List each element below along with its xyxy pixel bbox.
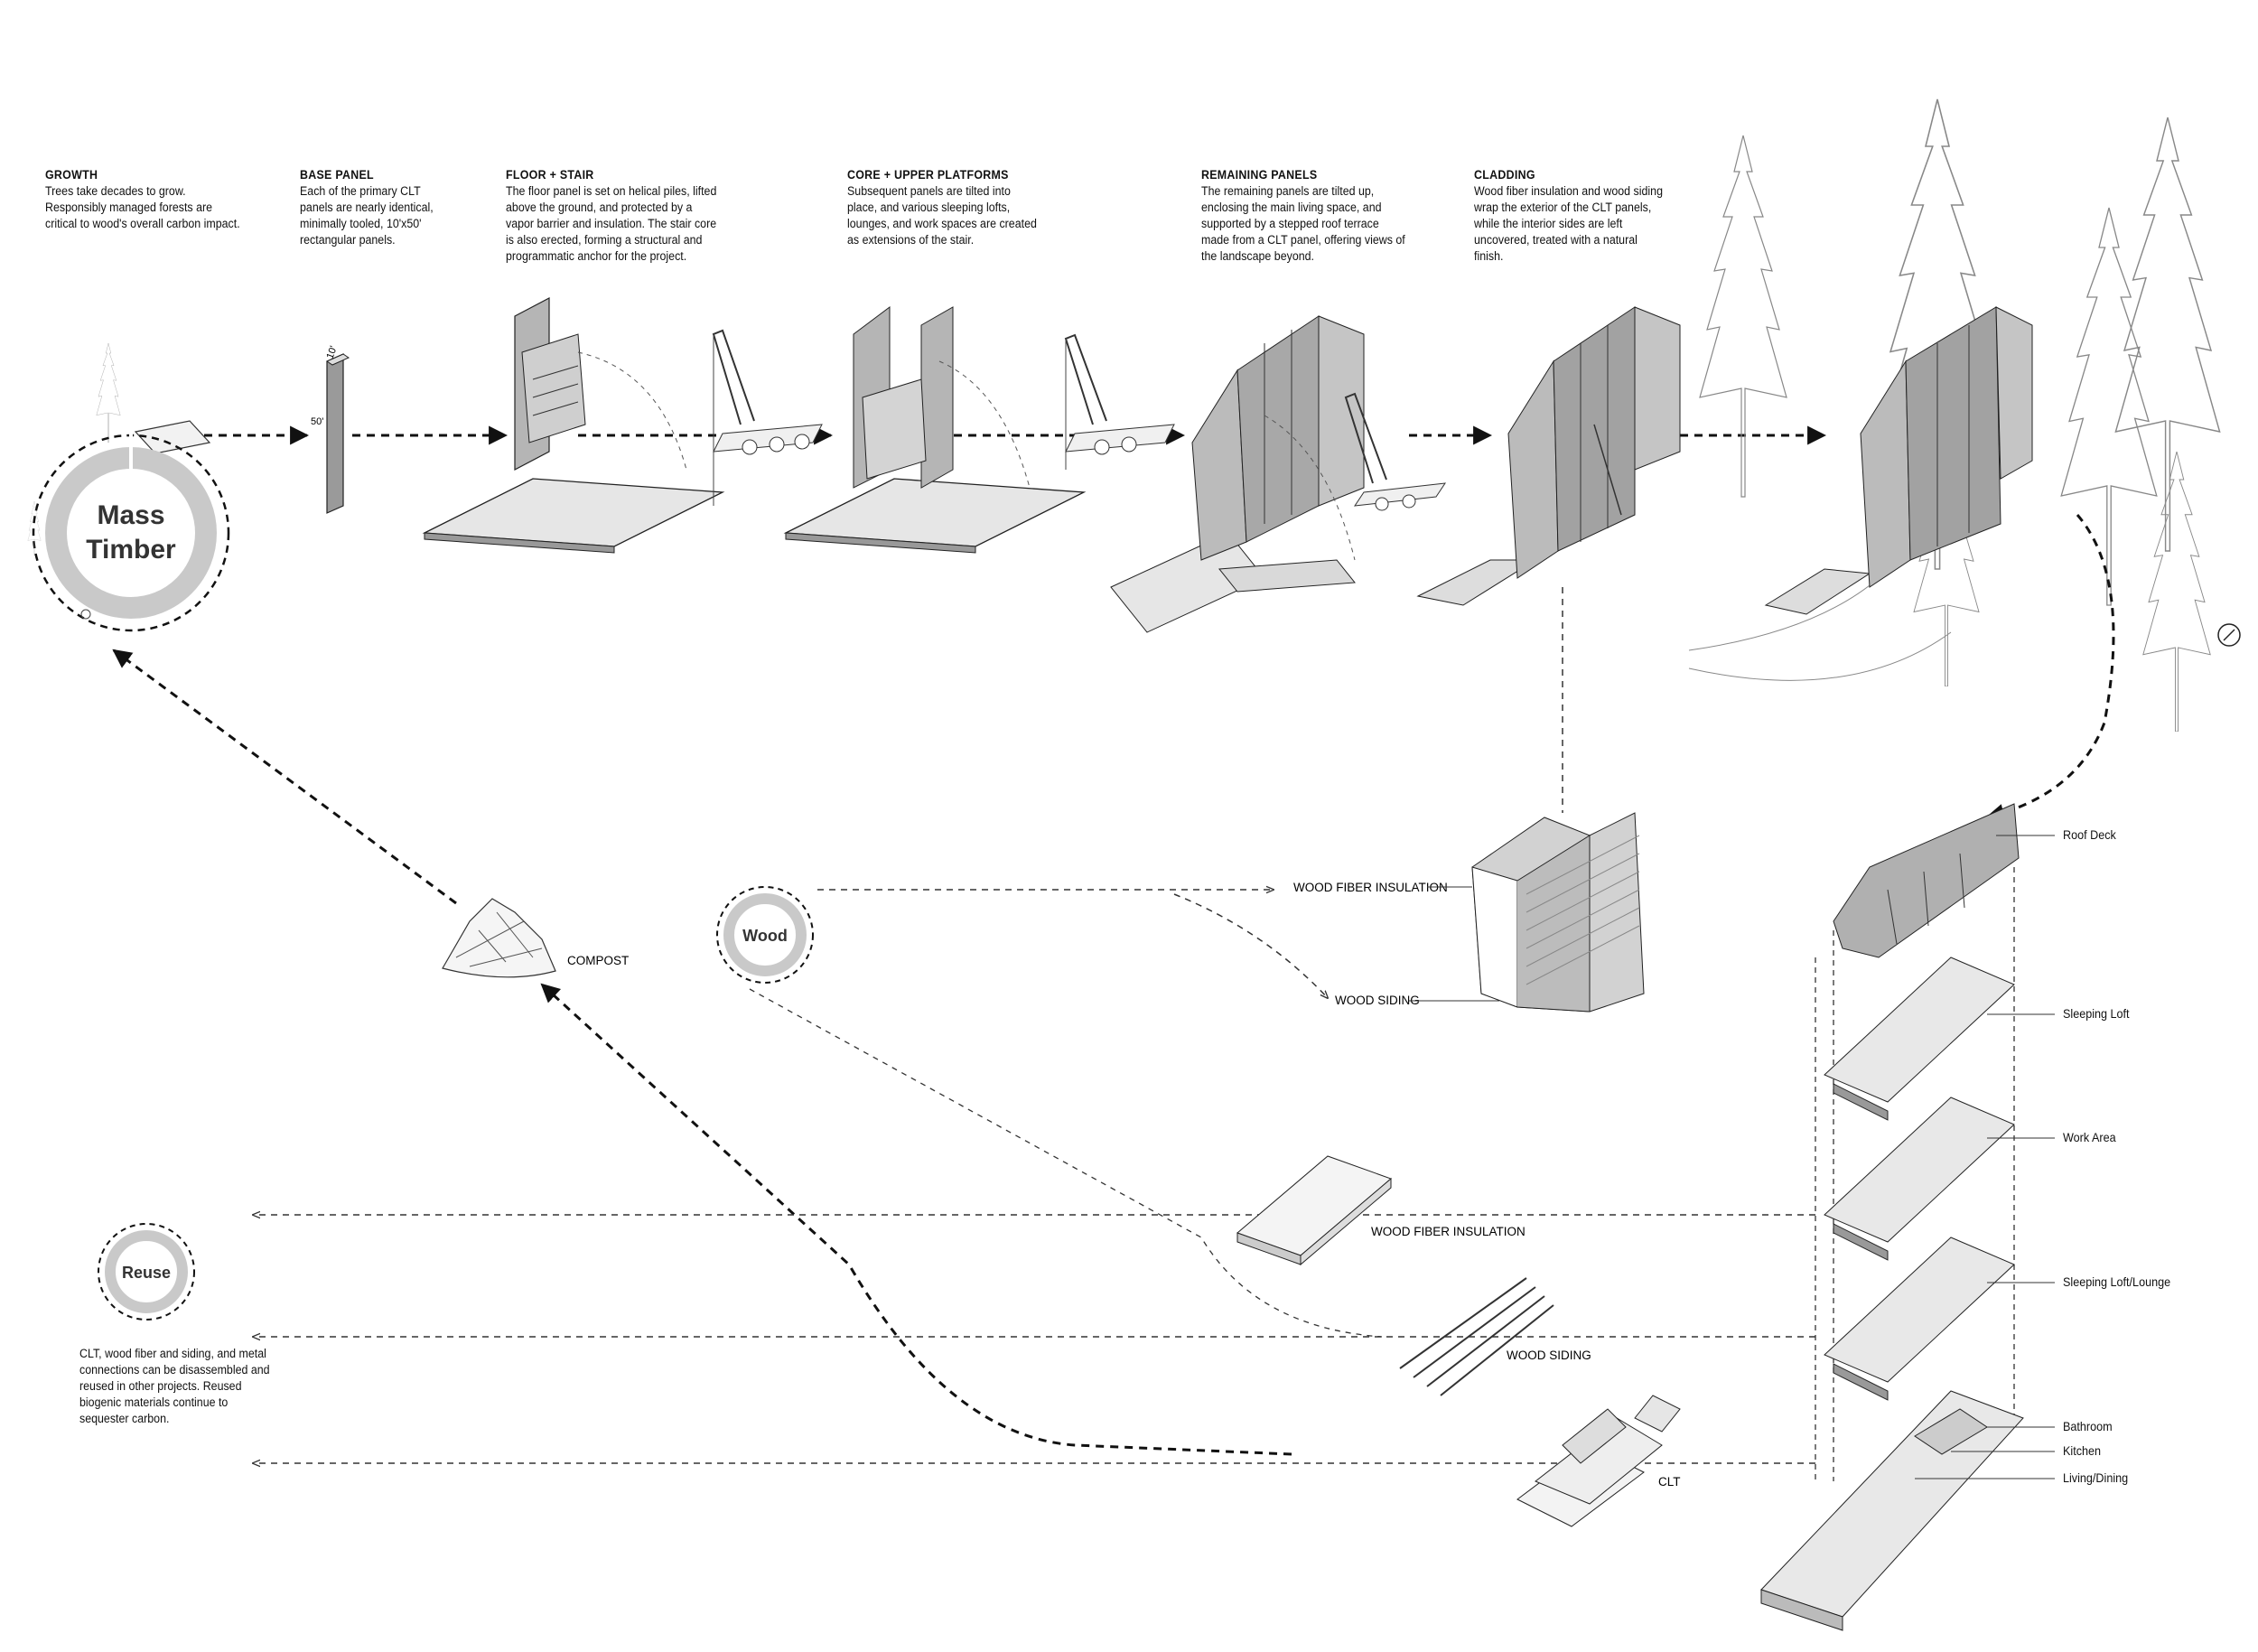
floor-stair-illustration [422, 297, 823, 554]
siding-boards [1399, 1277, 1554, 1396]
wood-to-bottom-siding-arrow [749, 988, 1383, 1338]
return-arrow-compost-to-ring [112, 649, 457, 905]
level-label-sleeping-loft-lounge: Sleeping Loft/Lounge [2063, 1274, 2171, 1289]
step-title: CLADDING [1474, 168, 1535, 182]
step-body: Trees take decades to grow. Responsibly … [45, 184, 240, 230]
wood-fiber-insulation-top-label: WOOD FIBER INSULATION [1293, 881, 1448, 894]
level-label-kitchen: Kitchen [2063, 1443, 2102, 1458]
clt-pieces [1516, 1395, 1681, 1527]
wood-ring: Wood [716, 886, 814, 984]
clt-label: CLT [1658, 1475, 1681, 1489]
work-area-level [1824, 1097, 2015, 1243]
step-growth: GROWTH Trees take decades to grow. Respo… [45, 168, 262, 232]
forest-illustration [1688, 98, 2241, 732]
process-row: 10' 50' [96, 98, 2241, 732]
wood-ring-label: Wood [742, 927, 788, 945]
reuse-ring-label: Reuse [122, 1264, 171, 1282]
step-body: Wood fiber insulation and wood siding wr… [1474, 184, 1663, 263]
panel-width-label: 10' [325, 344, 340, 360]
step-title: FLOOR + STAIR [506, 168, 594, 182]
wood-to-siding-arrow [1173, 893, 1328, 998]
cladding-illustration [1416, 306, 1681, 606]
step-body: Each of the primary CLT panels are nearl… [300, 184, 434, 247]
step-title: CORE + UPPER PLATFORMS [847, 168, 1009, 182]
step-remaining-panels: REMAINING PANELS The remaining panels ar… [1201, 168, 1427, 265]
step-title: REMAINING PANELS [1201, 168, 1318, 182]
step-floor-stair: FLOOR + STAIR The floor panel is set on … [506, 168, 736, 265]
step-core-platforms: CORE + UPPER PLATFORMS Subsequent panels… [847, 168, 1055, 248]
mass-timber-ring: Mass Timber [27, 425, 230, 632]
reuse-ring: Reuse [98, 1223, 195, 1321]
clt-to-compost-arrow [540, 983, 1292, 1456]
core-platforms-illustration [783, 306, 1175, 554]
base-panel-illustration: 10' 50' [311, 344, 350, 514]
exploded-axonometric [1760, 803, 2024, 1631]
wood-siding-bottom-label: WOOD SIDING [1507, 1349, 1591, 1362]
level-label-work-area: Work Area [2063, 1130, 2116, 1144]
step-title: GROWTH [45, 168, 98, 182]
reuse-description: CLT, wood fiber and siding, and metal co… [79, 1347, 270, 1425]
wood-fiber-insulation-bottom-label: WOOD FIBER INSULATION [1371, 1225, 1526, 1238]
step-body: Subsequent panels are tilted into place,… [847, 184, 1037, 247]
step-body: The floor panel is set on helical piles,… [506, 184, 717, 263]
growth-illustration [96, 343, 211, 454]
mass-timber-label-1: Mass [97, 500, 164, 530]
level-label-bathroom: Bathroom [2063, 1419, 2113, 1433]
panel-height-label: 50' [311, 416, 323, 427]
level-label-living-dining: Living/Dining [2063, 1470, 2129, 1485]
level-label-roof-deck: Roof Deck [2063, 827, 2116, 842]
sleeping-loft-level [1824, 957, 2015, 1103]
cladding-section [1471, 812, 1645, 1013]
mass-timber-label-2: Timber [86, 535, 176, 565]
level-label-sleeping-loft: Sleeping Loft [2063, 1006, 2130, 1021]
insulation-board [1236, 1155, 1392, 1266]
sleeping-loft-lounge-level [1824, 1237, 2015, 1383]
step-base-panel: BASE PANEL Each of the primary CLT panel… [300, 168, 462, 248]
wood-siding-top-label: WOOD SIDING [1335, 994, 1420, 1007]
forest-to-axon-arrow [1984, 514, 2115, 823]
step-title: BASE PANEL [300, 168, 374, 182]
remaining-panels-illustration [1110, 315, 1447, 633]
step-cladding: CLADDING Wood fiber insulation and wood … [1474, 168, 1686, 265]
roof-deck-level [1833, 803, 2020, 958]
compost-pile [442, 898, 556, 978]
step-body: The remaining panels are tilted up, encl… [1201, 184, 1405, 263]
compost-label: COMPOST [567, 954, 629, 967]
